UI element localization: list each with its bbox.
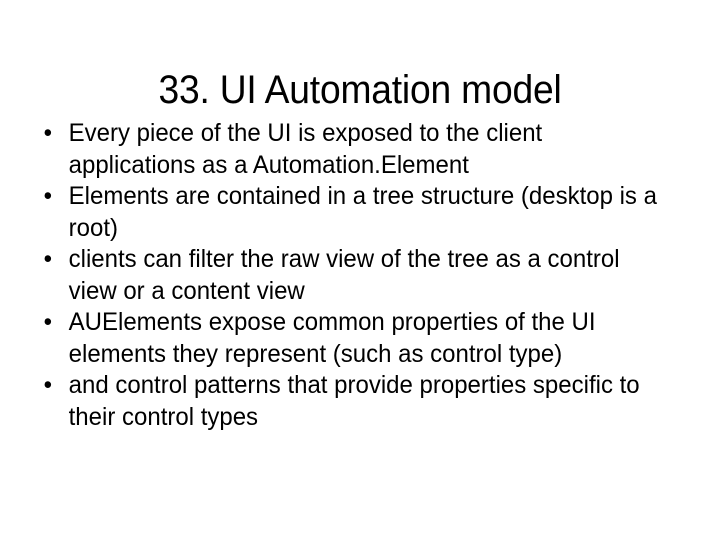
bullet-item-1: • Every piece of the UI is exposed to th… bbox=[36, 118, 658, 181]
bullet-point-icon: • bbox=[43, 371, 53, 399]
bullet-text: and control patterns that provide proper… bbox=[68, 371, 640, 431]
bullet-item-5: • and control patterns that provide prop… bbox=[36, 370, 658, 433]
bullet-point-icon: • bbox=[43, 182, 53, 210]
bullet-item-3: • clients can filter the raw view of the… bbox=[36, 244, 658, 307]
bullet-item-4: • AUElements expose common properties of… bbox=[36, 307, 658, 370]
bullet-text: Every piece of the UI is exposed to the … bbox=[68, 119, 543, 179]
bullet-text: Elements are contained in a tree structu… bbox=[68, 182, 657, 242]
bullet-point-icon: • bbox=[43, 119, 53, 147]
slide-title: 33. UI Automation model bbox=[158, 67, 562, 112]
bullet-point-icon: • bbox=[43, 245, 53, 273]
slide-body: • Every piece of the UI is exposed to th… bbox=[36, 118, 684, 433]
bullet-item-2: • Elements are contained in a tree struc… bbox=[36, 181, 658, 244]
bullet-text: clients can filter the raw view of the t… bbox=[68, 245, 620, 305]
bullet-text: AUElements expose common properties of t… bbox=[68, 308, 596, 368]
bullet-point-icon: • bbox=[43, 308, 53, 336]
bullet-list: • Every piece of the UI is exposed to th… bbox=[36, 118, 684, 433]
